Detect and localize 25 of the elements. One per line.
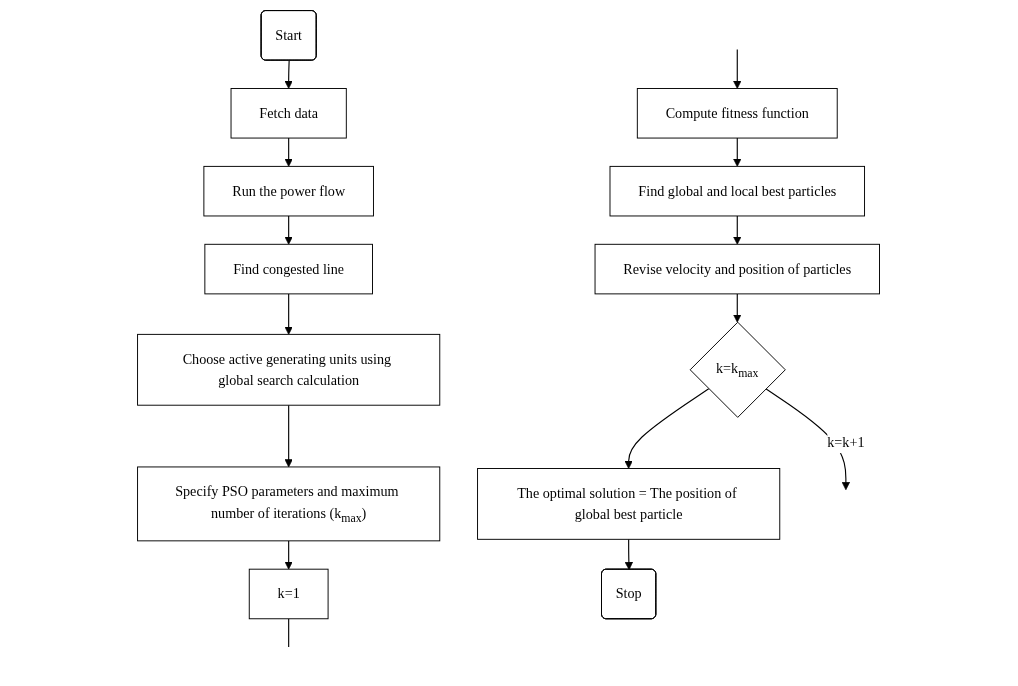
arrow bbox=[285, 293, 294, 335]
arrow bbox=[733, 137, 742, 167]
node-box: k=1 bbox=[249, 568, 330, 620]
arrow bbox=[624, 388, 710, 469]
node-diamond: k=k$_{max}$ bbox=[690, 321, 787, 418]
arrow bbox=[733, 48, 742, 89]
arrow bbox=[285, 404, 294, 468]
node-box: Revise velocity and position of particles bbox=[595, 243, 881, 295]
node-box: Run the power flow bbox=[203, 165, 375, 217]
node-box: The optimal solution = The position of global best particle bbox=[477, 468, 781, 540]
node-box: Find congested line bbox=[204, 243, 374, 295]
edge-label: k=k+1 bbox=[827, 434, 865, 450]
arrow bbox=[285, 137, 294, 167]
arrow bbox=[733, 215, 742, 245]
arrow bbox=[285, 60, 294, 89]
arrow bbox=[625, 538, 634, 571]
node-box: Specify PSO parameters and maximum number of iterations (k$_{max}$) bbox=[137, 466, 441, 542]
connector bbox=[288, 618, 290, 648]
arrow bbox=[733, 293, 742, 323]
node-box: Compute fitness function bbox=[637, 88, 839, 139]
arrow bbox=[285, 540, 294, 570]
arrow bbox=[285, 215, 294, 245]
node-box: Fetch data bbox=[231, 88, 348, 139]
node-box: Choose active generating units using global search calculation bbox=[137, 333, 441, 406]
node-box: Find global and local best particles bbox=[610, 165, 866, 217]
